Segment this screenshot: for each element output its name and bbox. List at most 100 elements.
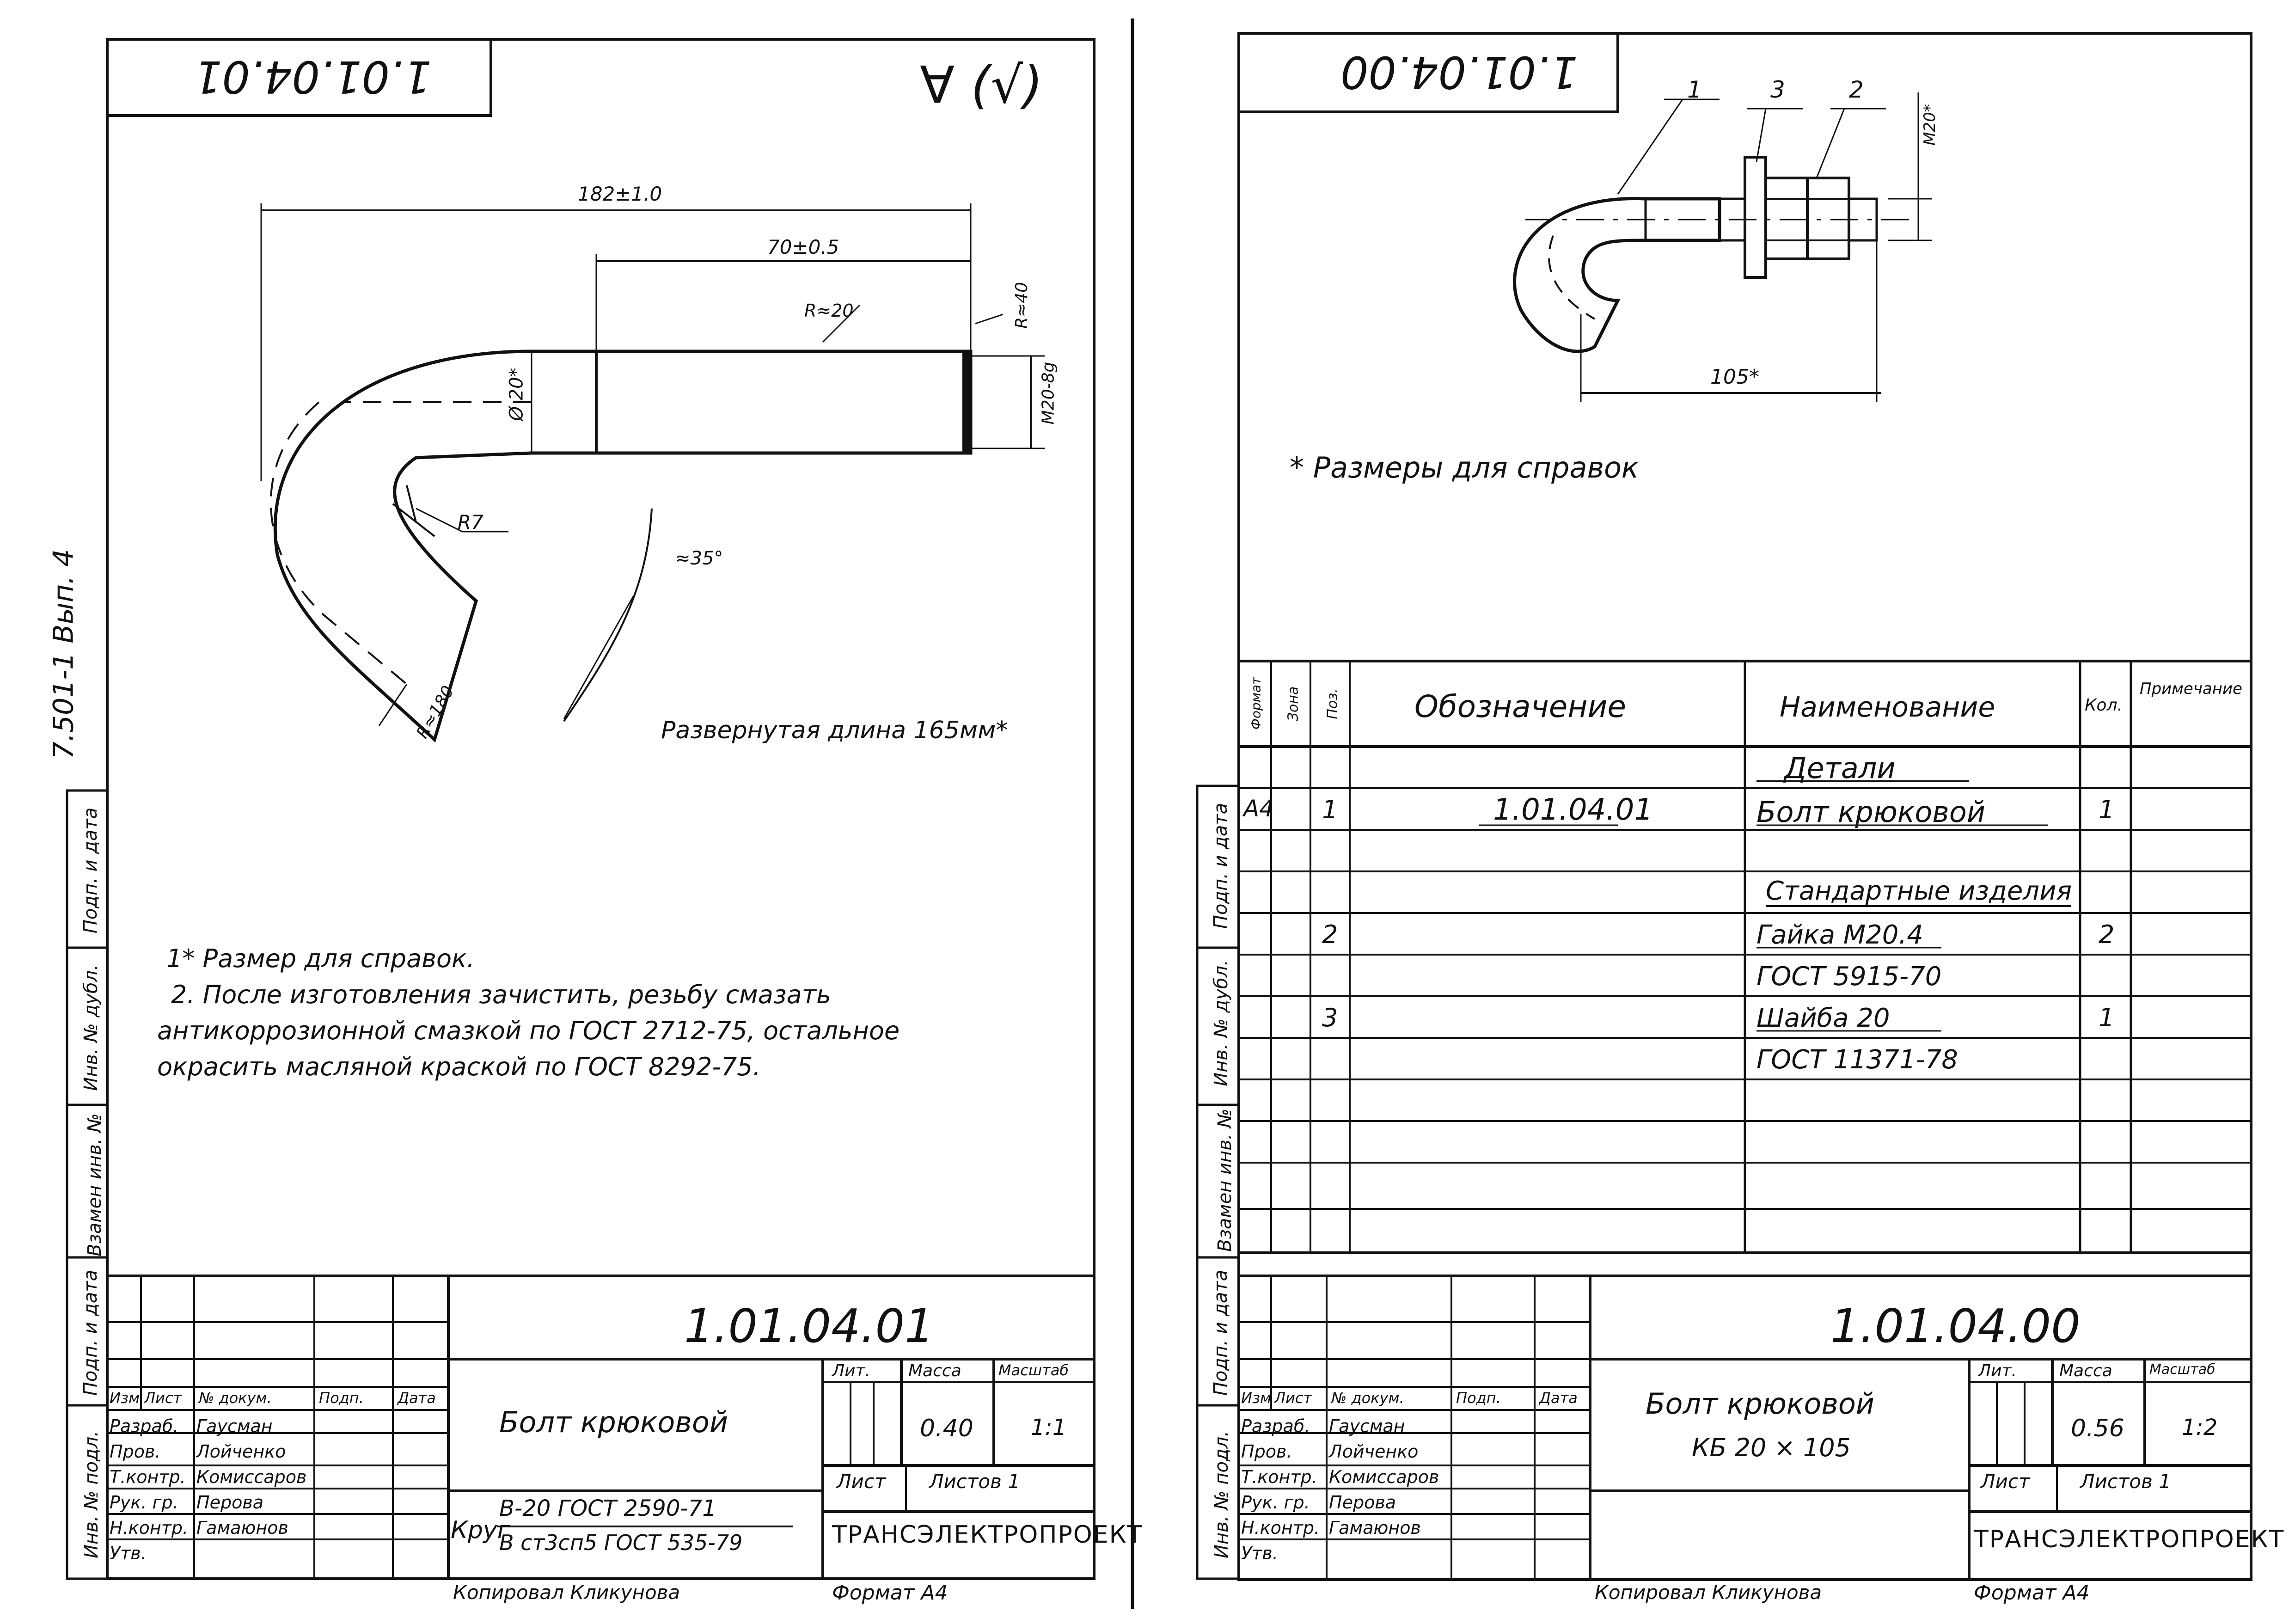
right-stamp-1: Подп. и дата — [1210, 803, 1232, 929]
right-roles: Разраб. Пров. Т.контр. Рук. гр. Н.контр.… — [1241, 1414, 1320, 1566]
right-stamp-4: Подп. и дата — [1210, 1269, 1232, 1396]
spec-row-name-6: ГОСТ 5915-70 — [1756, 962, 1942, 992]
left-hook-bolt-drawing — [260, 203, 1045, 743]
left-stamp-1: Подп. и дата — [80, 807, 102, 934]
right-copied: Копировал Кликунова — [1595, 1581, 1822, 1604]
developed-length: Развернутая длина 165мм* — [661, 717, 1008, 744]
right-stamp-2: Инв. № дубл. — [1210, 960, 1232, 1086]
note-4: окрасить масляной краской по ГОСТ 8292-7… — [157, 1052, 761, 1081]
material-fraction-line — [497, 1526, 793, 1527]
left-sheet-label: Лист — [837, 1470, 886, 1493]
dim-r-end: R≈40 — [1012, 282, 1031, 329]
left-sheets-label: Листов 1 — [929, 1470, 1020, 1493]
r-role-utv: Утв. — [1241, 1543, 1278, 1563]
right-title-block-grid — [1239, 1275, 2251, 1579]
left-head-sign: Подп. — [319, 1389, 364, 1407]
spec-head-name: Наименование — [1780, 691, 1995, 723]
right-head-izm: Изм — [1241, 1389, 1272, 1407]
left-head-list: Лист — [144, 1389, 182, 1407]
spec-row-name-1: Детали — [1784, 751, 1896, 785]
spec-row-name-7: Шайба 20 — [1756, 1003, 1890, 1033]
callout-1: 1 — [1687, 76, 1702, 103]
right-designation: 1.01.04.00 — [1830, 1299, 2081, 1353]
left-stamp-5: Инв. № подл. — [80, 1431, 102, 1558]
role-tkontr: Т.контр. — [110, 1467, 186, 1487]
left-format: Формат А4 — [832, 1581, 948, 1605]
left-code-label: 1.01.04.01 — [194, 51, 432, 102]
note-2: 2. После изготовления зачистить, резьбу … — [171, 980, 831, 1009]
dim-overall: 182±1.0 — [578, 183, 662, 205]
left-name: Болт крюковой — [499, 1405, 728, 1439]
role-rukgr: Рук. гр. — [110, 1492, 178, 1513]
left-material-top: В-20 ГОСТ 2590-71 — [499, 1495, 716, 1521]
right-org: ТРАНСЭЛЕКТРОПРОЕКТ — [1974, 1526, 2285, 1553]
right-assembly-drawing — [1513, 92, 1932, 402]
callout-3: 3 — [1770, 76, 1785, 103]
left-code-box — [106, 38, 492, 117]
spec-row-pos-2: 1 — [1322, 795, 1338, 824]
left-head-izm: Изм — [110, 1389, 140, 1407]
left-head-date: Дата — [398, 1389, 436, 1407]
left-copied: Копировал Кликунова — [453, 1581, 680, 1604]
right-mass-label: Масса — [2059, 1361, 2112, 1380]
right-head-doc: № докум. — [1331, 1389, 1404, 1407]
role-razrab: Разраб. — [110, 1416, 179, 1436]
left-notes: 1* Размер для справок. 2. После изготовл… — [157, 941, 900, 1085]
dim-r-inner: R7 — [458, 511, 483, 533]
left-material-bottom: В ст3сп5 ГОСТ 535-79 — [499, 1530, 743, 1555]
length-dim: 105* — [1710, 365, 1759, 389]
right-mass: 0.56 — [2071, 1415, 2124, 1442]
dim-diameter: Ø 20* — [506, 368, 527, 421]
left-title-block-grid — [107, 1275, 1094, 1579]
right-sheet-label: Лист — [1981, 1470, 2030, 1493]
left-stamp-3: Взамен инв. № — [84, 1113, 105, 1256]
role-nkontr: Н.контр. — [110, 1518, 189, 1538]
right-code-label: 1.01.04.00 — [1340, 46, 1578, 97]
spec-table-grid — [1239, 660, 2251, 1254]
name-6: Гамаюнов — [196, 1518, 288, 1538]
right-stamp-5: Инв. № подл. — [1211, 1431, 1232, 1558]
left-mass: 0.40 — [920, 1415, 973, 1442]
r-role-prov: Пров. — [1241, 1441, 1292, 1462]
left-designation: 1.01.04.01 — [684, 1299, 934, 1353]
right-head-list: Лист — [1274, 1389, 1312, 1407]
spec-row-name-2: Болт крюковой — [1756, 795, 1986, 829]
left-roles: Разраб. Пров. Т.контр. Рук. гр. Н.контр.… — [110, 1414, 188, 1566]
spec-head-pos: Поз. — [1324, 688, 1341, 719]
right-format: Формат А4 — [1974, 1581, 2090, 1605]
spec-head-qty: Кол. — [2085, 696, 2123, 715]
left-stamp-2: Инв. № дубл. — [80, 964, 102, 1091]
dim-angle: ≈35° — [675, 548, 723, 569]
role-prov: Пров. — [110, 1441, 161, 1462]
spec-head-designation: Обозначение — [1414, 689, 1626, 724]
spec-row-qty-2: 1 — [2099, 795, 2115, 824]
left-stamp-4: Подп. и дата — [80, 1269, 102, 1396]
spec-row-name-4: Стандартные изделия — [1766, 876, 2072, 906]
left-head-doc: № докум. — [199, 1389, 272, 1407]
right-lit-label: Лит. — [1978, 1361, 2017, 1380]
ref-note: * Размеры для справок — [1290, 451, 1639, 484]
left-material-prefix: Круг — [451, 1516, 510, 1544]
name-1: Гаусман — [196, 1416, 273, 1436]
right-head-sign: Подп. — [1456, 1389, 1501, 1407]
name-4: Комиссаров — [196, 1467, 307, 1487]
right-subname: КБ 20 × 105 — [1692, 1433, 1851, 1462]
spec-row-des-2: 1.01.04.01 — [1493, 793, 1653, 827]
right-head-date: Дата — [1539, 1389, 1578, 1407]
dim-straight: 70±0.5 — [767, 236, 839, 258]
left-scale-label: Масштаб — [998, 1361, 1069, 1379]
r-name-1: Гаусман — [1329, 1416, 1405, 1436]
left-org: ТРАНСЭЛЕКТРОПРОЕКТ — [832, 1521, 1143, 1549]
left-side-label: 7.501-1 Вып. 4 — [47, 549, 80, 760]
note-1: 1* Размер для справок. — [166, 944, 475, 973]
left-lit-label: Лит. — [832, 1361, 870, 1380]
dim-thread: M20-8g — [1039, 362, 1058, 425]
thread-dim: M20* — [1920, 104, 1939, 146]
spec-row-qty-5: 2 — [2099, 920, 2115, 949]
left-sheet-frame — [106, 38, 1095, 1580]
spec-row-qty-7: 1 — [2099, 1003, 2115, 1032]
r-name-5: Перова — [1329, 1492, 1396, 1513]
spec-row-name-8: ГОСТ 11371-78 — [1756, 1045, 1958, 1075]
name-2: Лойченко — [196, 1441, 286, 1462]
